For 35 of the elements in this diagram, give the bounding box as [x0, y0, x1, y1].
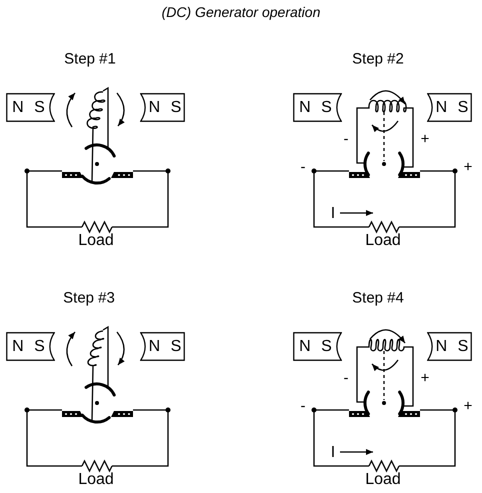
load-label: Load: [78, 472, 114, 488]
bar-magnet: [6, 93, 55, 122]
bar-magnet: [6, 332, 55, 361]
current-label: I: [330, 206, 336, 222]
load-label: Load: [365, 233, 401, 249]
step-heading: Step #2: [352, 52, 404, 66]
pole-letters: N S: [148, 100, 182, 116]
polarity-sign: -: [300, 160, 306, 174]
polarity-sign: +: [420, 132, 430, 146]
polarity-sign: +: [420, 370, 430, 386]
polarity-sign: +: [464, 398, 472, 414]
title: (DC) Generator operation: [162, 5, 320, 19]
pole-letters: N S: [12, 338, 45, 354]
pole-letters: N S: [436, 338, 468, 354]
polarity-sign: -: [344, 132, 348, 146]
bar-magnet: [427, 332, 472, 361]
pole-letters: N S: [148, 338, 182, 354]
pole-letters: N S: [299, 338, 332, 354]
polarity-sign: -: [300, 398, 306, 414]
load-label: Load: [365, 472, 401, 488]
current-label: I: [330, 445, 336, 461]
pole-letters: N S: [12, 100, 45, 116]
pole-letters: N S: [436, 100, 468, 116]
load-label: Load: [78, 233, 114, 249]
step-heading: Step #4: [352, 290, 404, 306]
polarity-sign: -: [344, 370, 348, 386]
bar-magnet: [140, 332, 185, 361]
step-heading: Step #3: [63, 290, 115, 306]
step-heading: Step #1: [64, 52, 116, 66]
bar-magnet: [427, 93, 472, 122]
pole-letters: N S: [299, 100, 332, 116]
bar-magnet: [140, 93, 185, 122]
bar-magnet: [293, 332, 342, 361]
polarity-sign: +: [464, 160, 472, 174]
bar-magnet: [293, 93, 342, 122]
